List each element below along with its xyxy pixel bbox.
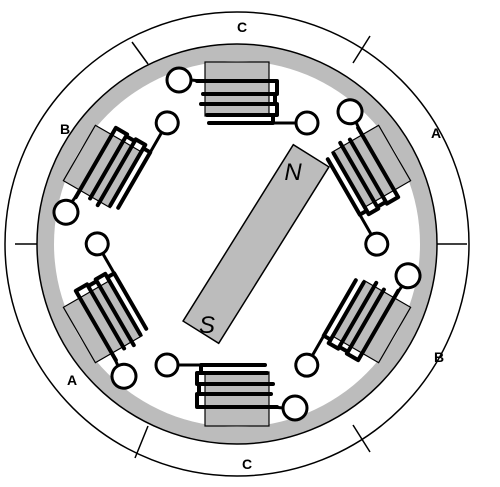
magnet-south-label: S [199,312,215,339]
divider-upper-left [131,41,149,65]
ring-label-lower-right: B [434,349,444,365]
ring-label-upper-right: A [431,125,441,141]
ring-label-lower-left: A [67,372,77,388]
magnet-bar [182,143,330,345]
ring-label-bottom: C [242,456,252,472]
divider-lower-right [352,424,371,453]
rotor-magnet [182,143,330,345]
divider-upper-right [352,35,371,64]
ring-dividers [15,35,467,459]
divider-lower-left [134,425,149,459]
ring-label-top: C [237,19,247,35]
ring-label-upper-left: B [60,121,70,137]
magnet-north-label: N [284,159,302,186]
